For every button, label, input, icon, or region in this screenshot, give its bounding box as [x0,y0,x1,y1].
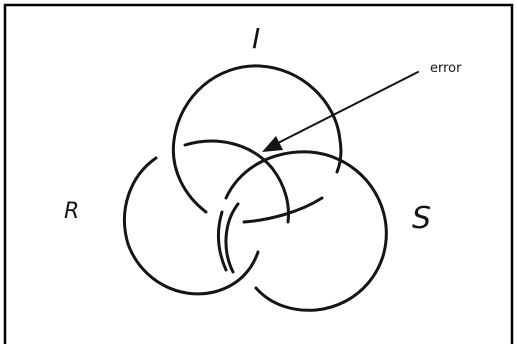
error-arrow-shaft [274,72,418,145]
label-i: I [252,22,260,55]
frame-border [5,5,512,344]
ring-r-inner-arc [226,204,238,272]
ring-i [173,66,341,212]
error-arrow-head [262,136,283,152]
label-error: error [430,61,462,76]
ring-s-crossing-arc [244,198,322,222]
ring-s [226,152,386,310]
label-s: S [412,201,431,236]
label-r: R [64,199,79,224]
